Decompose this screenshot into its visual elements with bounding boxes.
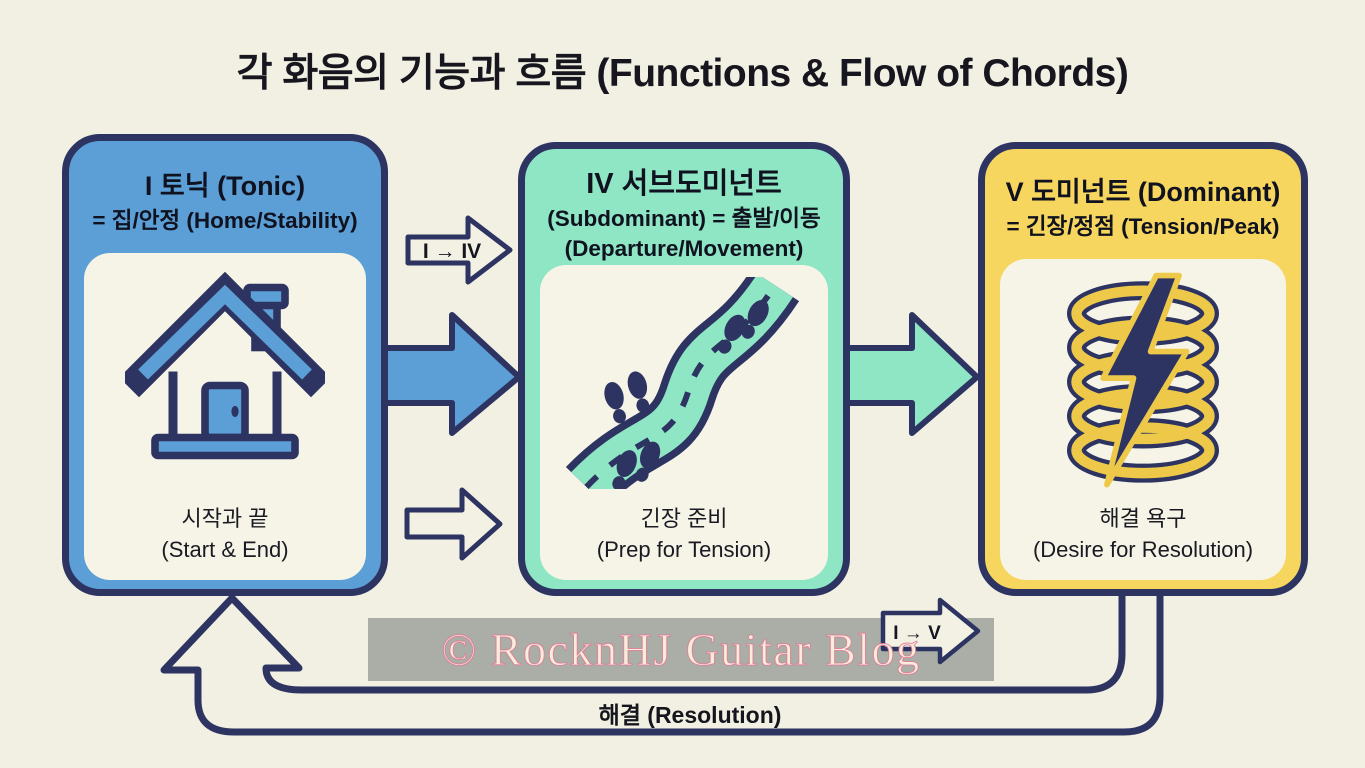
arrow-subdominant-to-dominant: [843, 312, 980, 436]
subdominant-heading-line2: (Subdominant) = 출발/이동: [547, 206, 821, 232]
tonic-box: I 토닉 (Tonic) = 집/안정 (Home/Stability) 시작과…: [62, 134, 388, 596]
dominant-panel: 해결 욕구 (Desire for Resolution): [1000, 259, 1286, 580]
dominant-box: V 도미넌트 (Dominant) = 긴장/정점 (Tension/Peak)…: [978, 142, 1308, 596]
resolution-label: 해결 (Resolution): [598, 702, 782, 728]
subdominant-caption: 긴장 준비 (Prep for Tension): [597, 504, 771, 580]
tonic-heading-line2: = 집/안정 (Home/Stability): [92, 208, 358, 234]
subdominant-caption-line2: (Prep for Tension): [596, 537, 772, 563]
dominant-caption: 해결 욕구 (Desire for Resolution): [1033, 504, 1253, 580]
label-arrow-i-to-iv: [405, 215, 513, 285]
watermark-background: [368, 618, 994, 681]
tonic-caption: 시작과 끝 (Start & End): [161, 504, 288, 580]
tonic-panel: 시작과 끝 (Start & End): [84, 253, 366, 580]
subdominant-heading-line1: IV 서브도미넌트: [586, 168, 782, 200]
dominant-caption-line1: 해결 욕구: [1099, 506, 1187, 532]
dominant-heading: V 도미넌트 (Dominant) = 긴장/정점 (Tension/Peak): [985, 149, 1301, 242]
spring-lightning-icon: [1067, 272, 1219, 488]
tonic-caption-line2: (Start & End): [161, 537, 289, 563]
dominant-heading-line2: = 긴장/정점 (Tension/Peak): [1006, 214, 1280, 240]
subdominant-box: IV 서브도미넌트 (Subdominant) = 출발/이동 (Departu…: [518, 142, 850, 596]
winding-path-icon: [566, 277, 800, 489]
subdominant-caption-line1: 긴장 준비: [640, 506, 728, 532]
diagram-title: 각 화음의 기능과 흐름 (Functions & Flow of Chords…: [236, 52, 1129, 95]
footprints: [604, 299, 769, 489]
lightning-bolt: [1100, 272, 1190, 488]
arrow-tonic-to-subdominant: [381, 312, 522, 436]
house-icon: [125, 271, 325, 460]
small-outline-arrow: [404, 487, 503, 561]
subdominant-panel: 긴장 준비 (Prep for Tension): [540, 265, 828, 580]
subdominant-heading: IV 서브도미넌트 (Subdominant) = 출발/이동 (Departu…: [525, 149, 843, 264]
dominant-caption-line2: (Desire for Resolution): [1032, 537, 1254, 563]
tonic-heading-line1: I 토닉 (Tonic): [144, 171, 306, 201]
tonic-heading: I 토닉 (Tonic) = 집/안정 (Home/Stability): [69, 141, 381, 236]
subdominant-heading-line3: (Departure/Movement): [564, 235, 804, 261]
dominant-heading-line1: V 도미넌트 (Dominant): [1005, 177, 1281, 207]
label-arrow-i-to-iv-text: I → IV: [423, 240, 481, 263]
tonic-caption-line1: 시작과 끝: [181, 506, 269, 532]
